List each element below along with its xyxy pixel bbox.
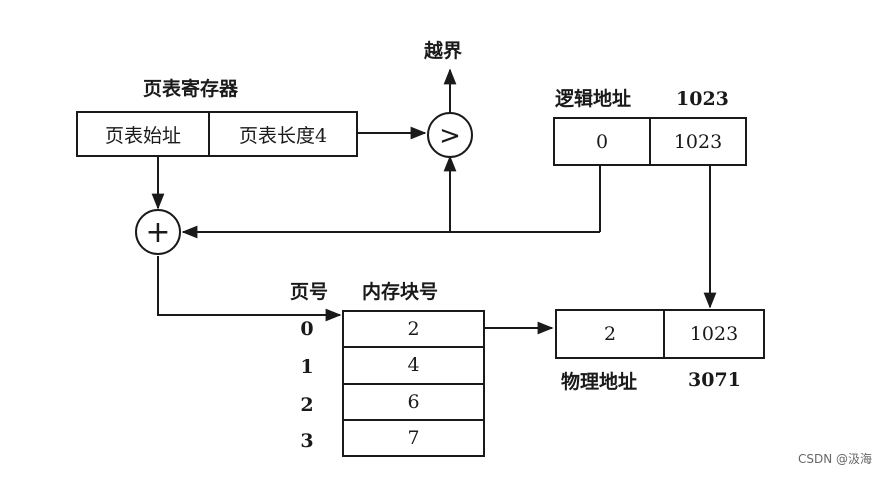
page-table-register: 页表始址 页表长度4 [76, 111, 358, 157]
frame-cell: 6 [344, 382, 483, 419]
register-length: 页表长度4 [208, 113, 356, 155]
physical-address-title: 物理地址 [561, 371, 638, 393]
frame-number-header: 内存块号 [362, 281, 439, 303]
physical-frame: 2 [603, 323, 617, 345]
page-index: 2 [300, 394, 314, 416]
logical-page-number: 0 [595, 130, 609, 153]
page-number-header: 页号 [290, 281, 329, 303]
comparator-circle [427, 112, 473, 158]
frame-cell: 7 [344, 418, 483, 455]
logical-offset: 1023 [649, 119, 745, 164]
adder-circle [135, 209, 181, 255]
logical-address-title: 逻辑地址 [555, 88, 632, 110]
frame-cell: 2 [407, 318, 420, 341]
physical-address-value: 3071 [688, 369, 741, 391]
physical-offset: 1023 [663, 311, 763, 357]
watermark: CSDN @汲海 [797, 452, 872, 466]
page-index: 0 [300, 318, 314, 340]
register-title: 页表寄存器 [143, 78, 239, 100]
logical-address-box: 0 1023 [553, 117, 747, 166]
page-table: 2 4 6 7 [342, 310, 485, 457]
comparator-symbol: > [439, 121, 461, 151]
page-index: 1 [300, 356, 314, 378]
page-index: 3 [300, 430, 314, 452]
physical-address-box: 2 1023 [555, 309, 765, 359]
logical-address-value: 1023 [676, 88, 729, 110]
overflow-label: 越界 [424, 40, 463, 62]
adder-symbol: + [145, 215, 170, 250]
frame-cell: 4 [344, 346, 483, 382]
adder-to-page-table-arrow [157, 256, 342, 322]
register-start-address: 页表始址 [104, 124, 181, 147]
